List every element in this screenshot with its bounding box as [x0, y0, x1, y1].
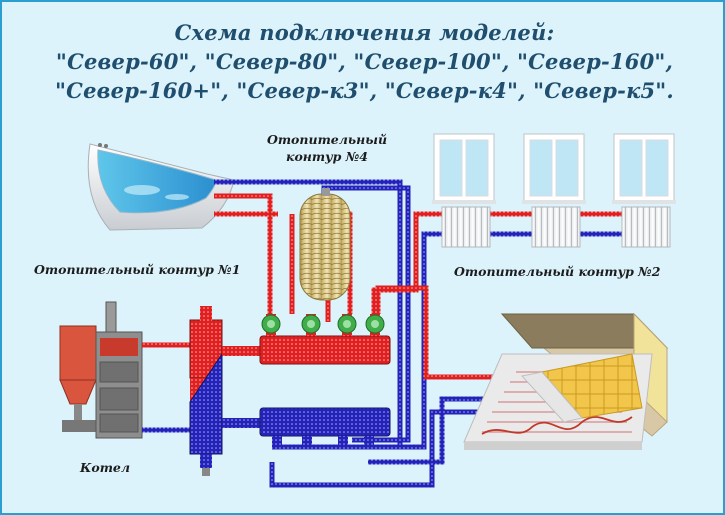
supply-manifold [259, 335, 391, 365]
title-line-1: Схема подключения моделей: [174, 20, 555, 45]
label-circuit1: Отопительный контур №1 [34, 262, 241, 277]
label-circuit2: Отопительный контур №2 [454, 264, 661, 279]
bathtub-image [87, 143, 235, 231]
pump-3 [337, 314, 357, 336]
label-circuit4-line2: контур №4 [286, 149, 368, 164]
title-line-2: "Север-60", "Север-80", "Север-100", "Се… [55, 49, 674, 74]
radiator-1 [441, 206, 491, 248]
title-line-3: "Север-160+", "Север-к3", "Север-к4", "С… [55, 78, 674, 103]
return-manifold [259, 407, 391, 437]
pump-4 [365, 314, 385, 336]
window-2 [522, 133, 586, 204]
underfloor-heating-image [463, 312, 669, 450]
hydraulic-separator [189, 306, 262, 476]
label-boiler: Котел [80, 460, 131, 475]
heat-exchanger-tank [299, 188, 351, 301]
radiator-3 [621, 206, 671, 248]
window-3 [612, 133, 676, 204]
pump-2 [301, 314, 321, 336]
boiler-image [59, 301, 143, 439]
radiator-2 [531, 206, 581, 248]
window-1 [432, 133, 496, 204]
label-circuit4-line1: Отопительный [266, 132, 388, 147]
pump-1 [261, 314, 281, 336]
